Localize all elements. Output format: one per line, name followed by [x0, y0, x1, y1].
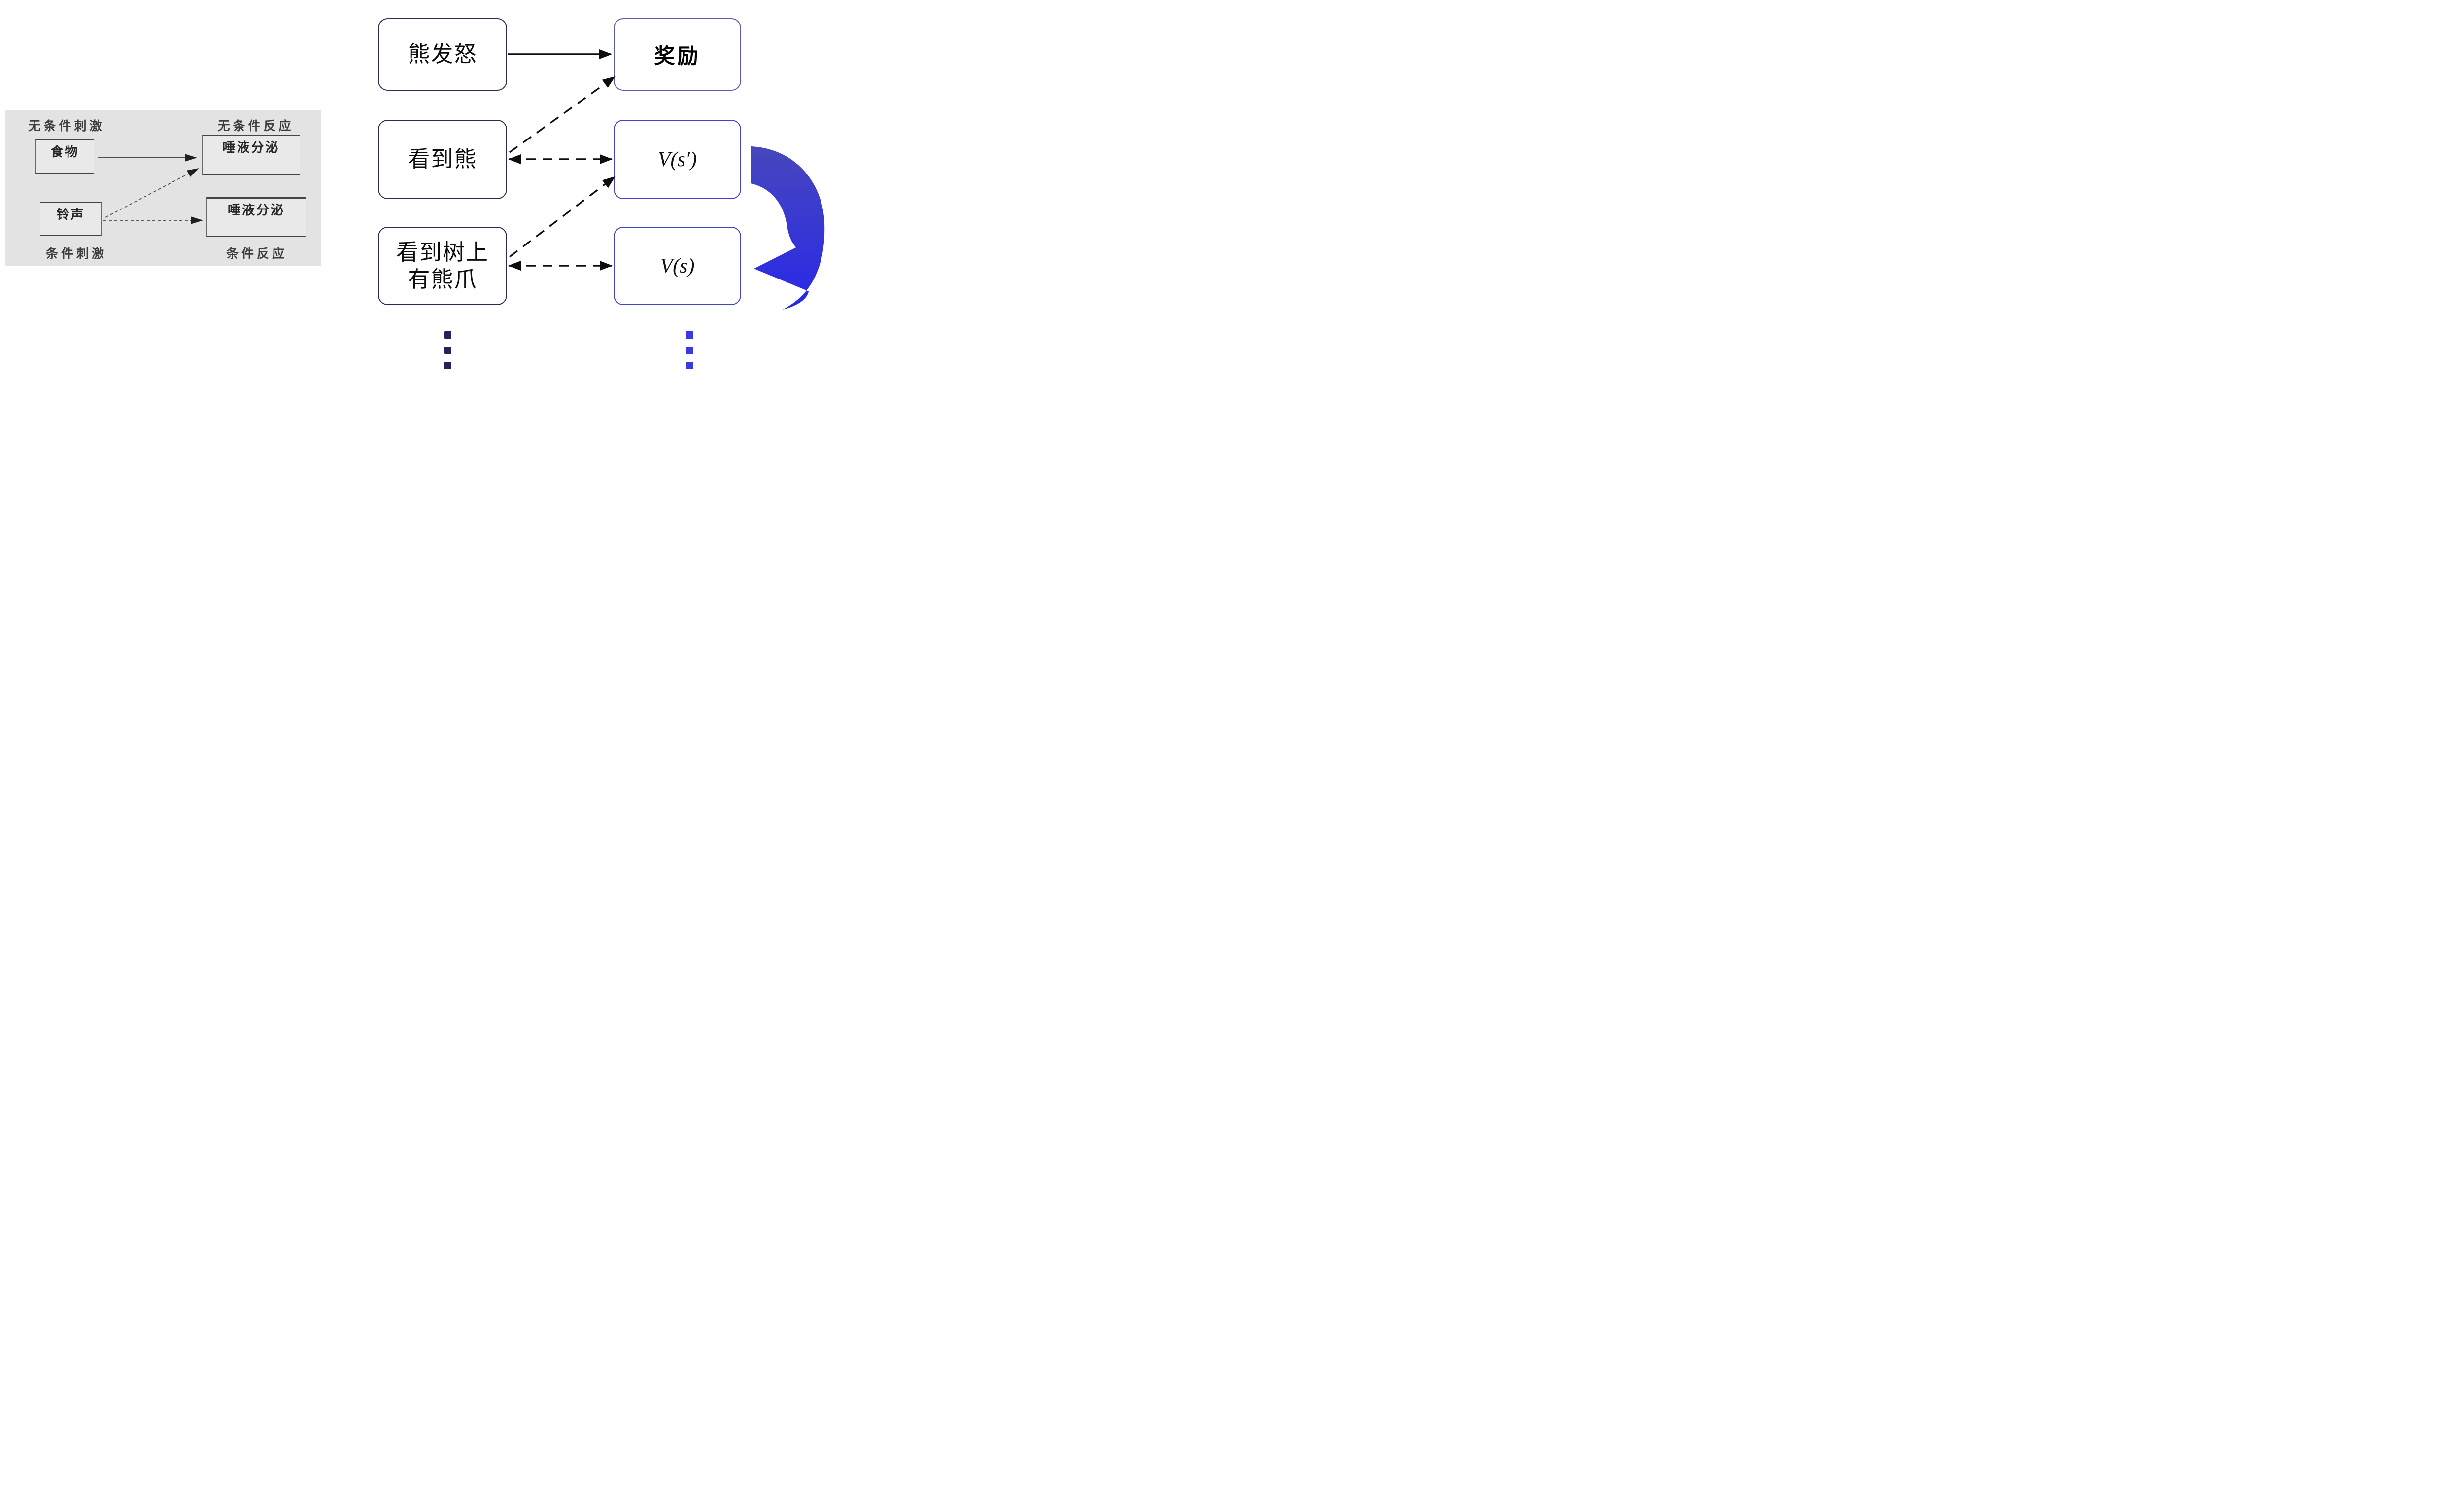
node-see-claw-label: 看到树上 有熊爪: [396, 239, 489, 293]
node-value-state-label: V(s): [660, 254, 695, 278]
node-value-next-state: V(s′): [614, 120, 741, 199]
node-see-claw-line2: 有熊爪: [408, 266, 478, 292]
node-bear-angry: 熊发怒: [378, 18, 507, 91]
node-bear-angry-label: 熊发怒: [408, 41, 478, 67]
node-salivation-bottom-label: 唾液分泌: [227, 203, 285, 217]
node-salivation-bottom: 唾液分泌: [206, 197, 306, 237]
label-conditioned-stimulus: 条件刺激: [45, 247, 107, 261]
node-value-state: V(s): [614, 227, 741, 305]
ellipsis-dot-right-2: [686, 347, 693, 354]
node-salivation-top: 唾液分泌: [202, 135, 300, 175]
node-food: 食物: [35, 139, 94, 174]
node-salivation-top-label: 唾液分泌: [222, 140, 280, 155]
node-see-bear: 看到熊: [378, 120, 507, 199]
node-bell: 铃声: [40, 202, 102, 236]
pavlov-conditioning-panel: 无条件刺激 无条件反应 条件刺激 条件反应 食物 唾液分泌 铃声 唾液分泌: [5, 110, 321, 266]
node-bell-label: 铃声: [56, 207, 85, 222]
feedback-curved-arrow: [751, 146, 825, 310]
node-see-bear-label: 看到熊: [408, 146, 478, 172]
screenshot-canvas: 无条件刺激 无条件反应 条件刺激 条件反应 食物 唾液分泌 铃声 唾液分泌 熊发…: [0, 0, 827, 375]
label-unconditioned-stimulus: 无条件刺激: [28, 119, 105, 133]
ellipsis-dot-right-3: [686, 362, 693, 369]
node-reward-label: 奖励: [654, 45, 701, 68]
ellipsis-dot-left-3: [444, 362, 451, 369]
node-see-claw-line1: 看到树上: [396, 239, 489, 265]
dashed-arrow-see-claw-to-value-next-state: [509, 176, 616, 258]
ellipsis-dot-right-1: [686, 331, 693, 339]
node-value-next-state-label: V(s′): [657, 148, 697, 171]
ellipsis-dot-left-1: [444, 331, 451, 339]
node-see-claw: 看到树上 有熊爪: [378, 227, 507, 305]
label-unconditioned-response: 无条件反应: [217, 119, 294, 133]
node-reward: 奖励: [614, 18, 741, 91]
node-food-label: 食物: [50, 144, 79, 159]
dashed-arrow-see-bear-to-reward: [509, 76, 616, 153]
label-conditioned-response: 条件反应: [226, 247, 287, 261]
ellipsis-dot-left-2: [444, 347, 451, 354]
